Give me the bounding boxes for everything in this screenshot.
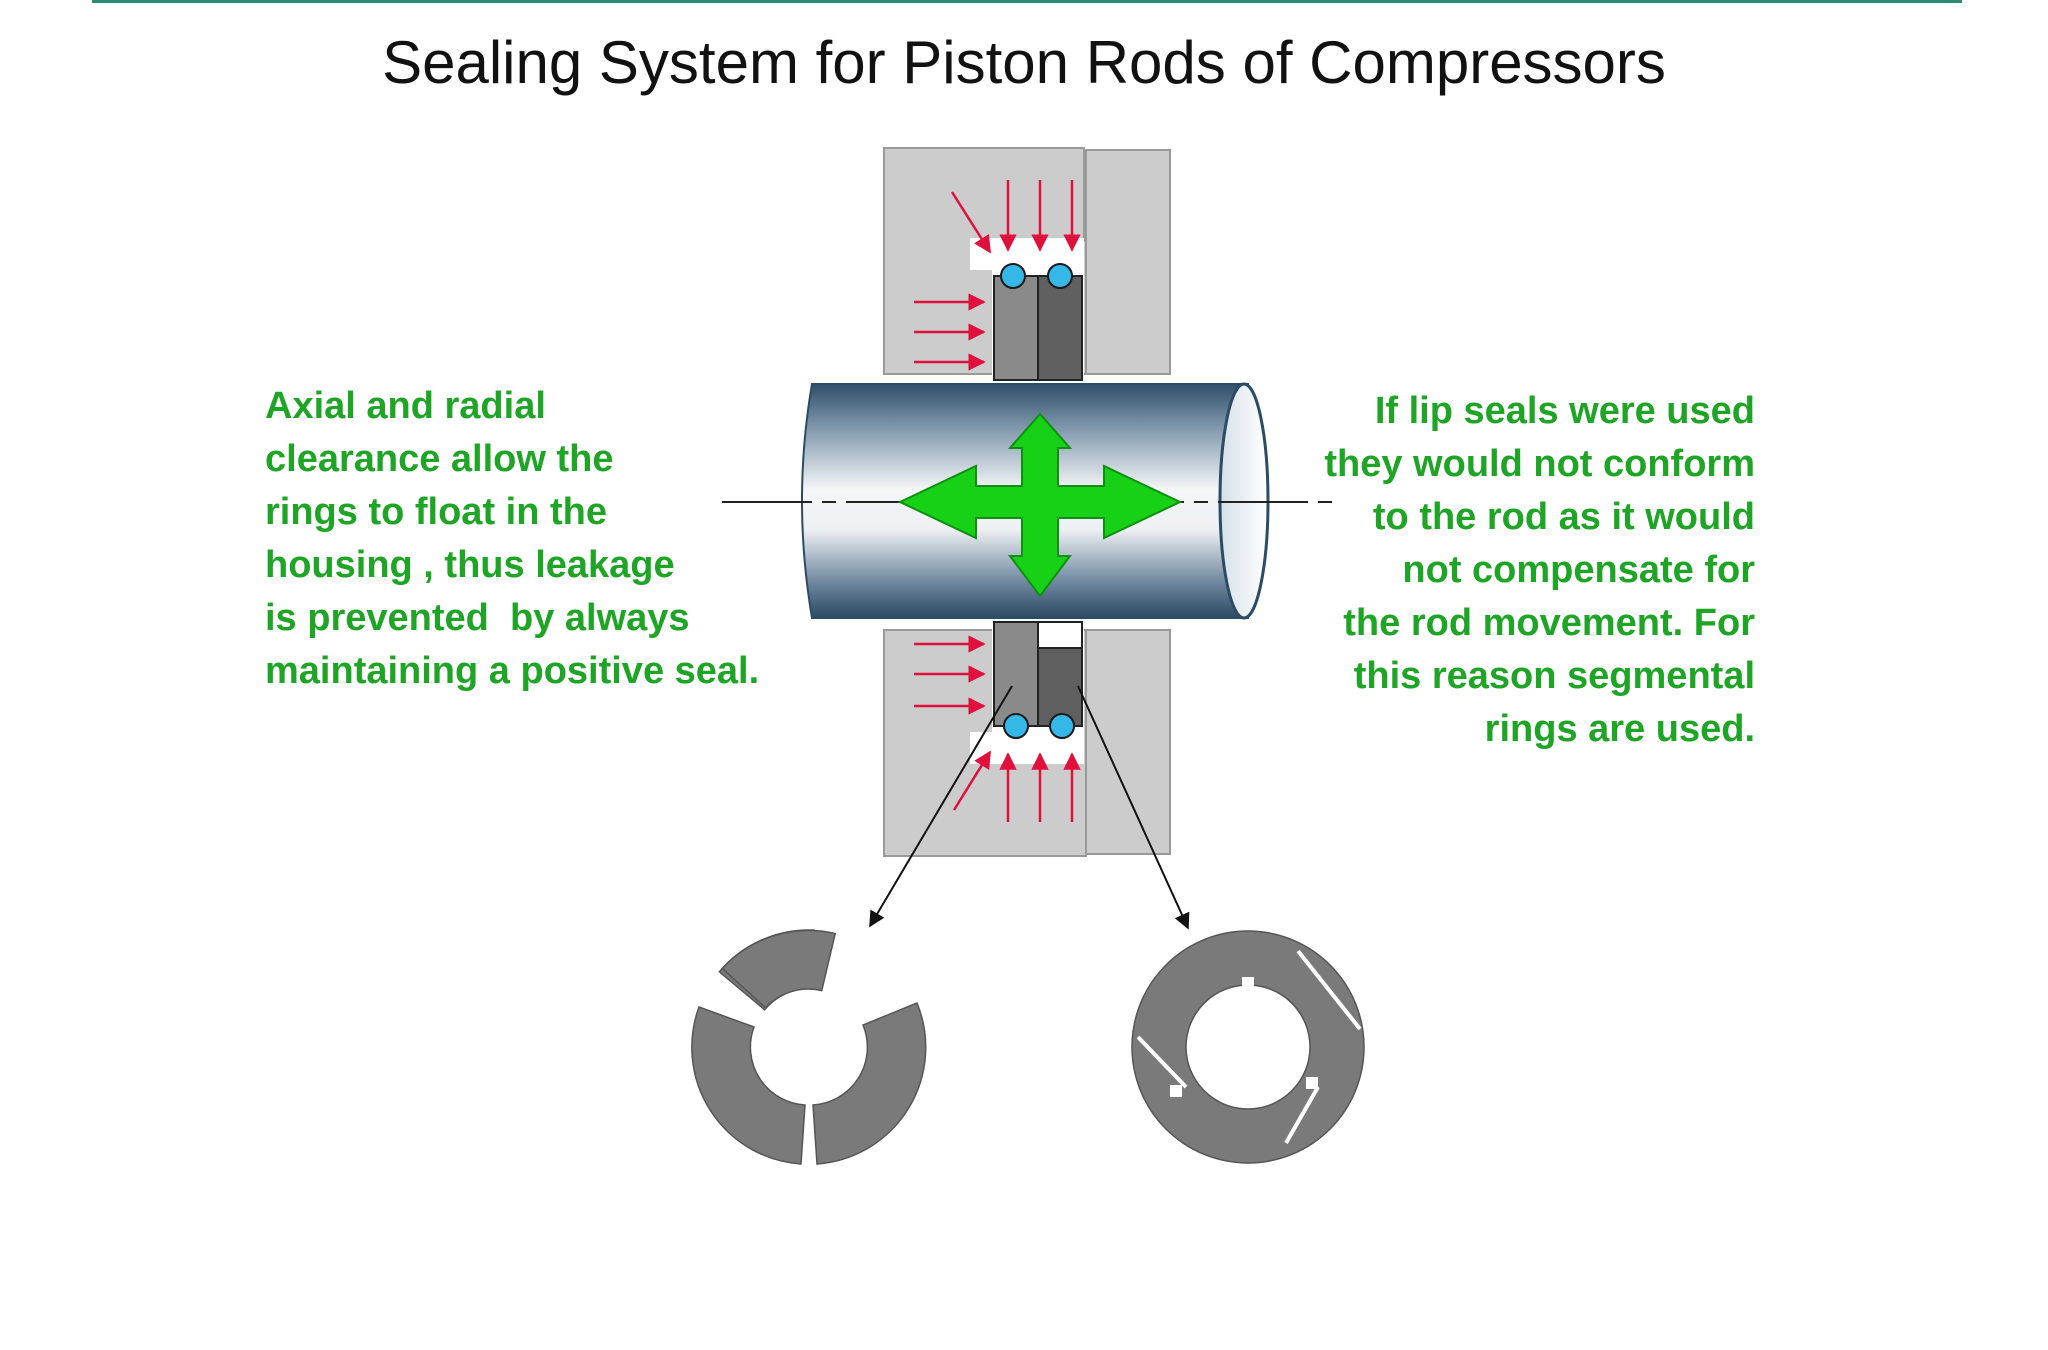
movement-arrow-icon <box>897 412 1183 598</box>
leader-arrow-left <box>869 685 1013 928</box>
left-note-line: housing , thus leakage <box>265 544 675 586</box>
segmented-ring-icon <box>691 929 927 1165</box>
right-note: If lip seals were used they would not co… <box>1324 385 1755 756</box>
left-note-line: rings to float in the <box>265 491 607 533</box>
right-note-line: rings are used. <box>1484 708 1755 750</box>
leader-arrow-right <box>1077 685 1190 930</box>
pressure-arrows-lower <box>914 635 1081 822</box>
left-note-line: maintaining a positive seal. <box>265 650 760 692</box>
right-note-line: this reason segmental <box>1353 655 1755 697</box>
o-ring-icon <box>1000 263 1026 289</box>
left-note-line: clearance allow the <box>265 438 614 480</box>
leader-arrows <box>869 685 1190 930</box>
right-note-line: to the rod as it would <box>1372 496 1755 538</box>
right-note-line: the rod movement. For <box>1343 602 1755 644</box>
pressure-arrow-icon <box>950 191 992 254</box>
right-note-line: they would not conform <box>1324 443 1755 485</box>
pressure-arrow-icon <box>952 750 992 811</box>
page-title: Sealing System for Piston Rods of Compre… <box>382 29 1666 96</box>
segmented-ring-icon <box>1131 930 1365 1164</box>
lower-seal-rings <box>993 621 1083 739</box>
right-note-line: If lip seals were used <box>1374 390 1755 432</box>
upper-seal-rings <box>993 263 1083 381</box>
left-note-line: is prevented by always <box>265 597 690 639</box>
left-note-line: Axial and radial <box>265 385 546 427</box>
top-rule <box>92 0 1962 3</box>
pressure-arrows-upper <box>914 180 1081 371</box>
o-ring-icon <box>1003 713 1029 739</box>
o-ring-icon <box>1047 263 1073 289</box>
left-note: Axial and radial clearance allow the rin… <box>265 380 759 698</box>
right-note-line: not compensate for <box>1402 549 1755 591</box>
o-ring-icon <box>1049 713 1075 739</box>
